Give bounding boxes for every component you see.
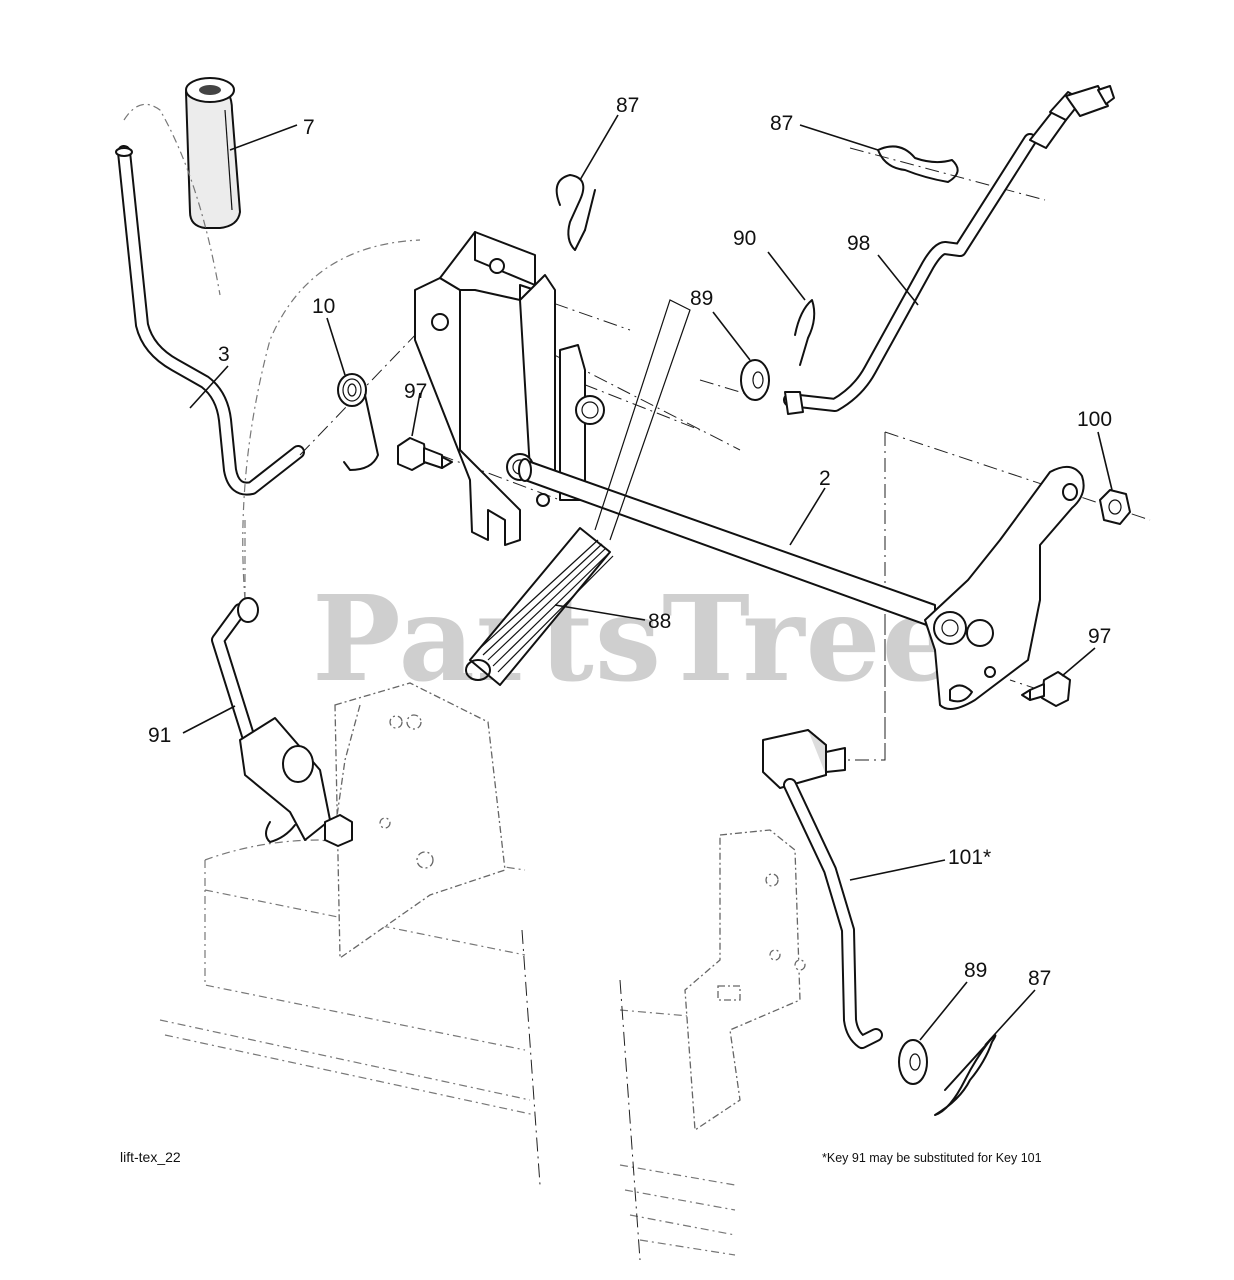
mower-deck-outline (159, 839, 736, 1261)
right-lift-link (762, 729, 883, 1049)
callout-10: 10 (312, 295, 335, 318)
callout-101: 101* (948, 846, 991, 869)
callout-90: 90 (733, 227, 756, 250)
right-deck-bracket (684, 829, 806, 1132)
callout-89-lower: 89 (964, 959, 987, 982)
flat-washer-upper (740, 359, 770, 401)
substitution-footnote: *Key 91 may be substituted for Key 101 (822, 1151, 1042, 1165)
callout-labels: 7 87 87 90 98 89 10 3 97 100 2 88 97 91 … (148, 94, 1112, 990)
shoulder-bolt-upper (397, 437, 453, 471)
callout-100: 100 (1077, 408, 1112, 431)
left-deck-bracket (334, 682, 506, 960)
right-lift-arm (924, 465, 1085, 710)
hairpin-clip-rod (877, 145, 959, 183)
hairpin-clip-upper (555, 174, 596, 251)
hex-nut (1099, 489, 1131, 525)
lift-handle-lever (115, 103, 305, 496)
callout-87-upper-bracket: 87 (616, 94, 639, 117)
lift-link-rod (783, 85, 1115, 415)
callout-2: 2 (819, 467, 831, 490)
assembly-guide-lines (242, 147, 1151, 761)
diagram-source-tag: lift-tex_22 (120, 1149, 181, 1165)
hairpin-clip-lower (934, 1034, 997, 1116)
shoulder-bolt-lower (1021, 671, 1071, 707)
left-lift-link (211, 597, 353, 847)
cotter-pin (794, 299, 816, 366)
callout-7: 7 (303, 116, 315, 139)
callout-87-rod: 87 (770, 112, 793, 135)
callout-98: 98 (847, 232, 870, 255)
flat-washer-lower (898, 1039, 928, 1085)
callout-87-lower: 87 (1028, 967, 1051, 990)
callout-89-upper: 89 (690, 287, 713, 310)
callout-97-lower: 97 (1088, 625, 1111, 648)
extension-spring (465, 299, 691, 686)
callout-3: 3 (218, 343, 230, 366)
callout-88: 88 (648, 610, 671, 633)
callout-91: 91 (148, 724, 171, 747)
callout-leaders (182, 114, 1113, 1046)
handle-grip (185, 77, 241, 229)
callout-97-upper: 97 (404, 380, 427, 403)
torsion-spring (337, 373, 379, 471)
lift-bracket (414, 231, 605, 546)
